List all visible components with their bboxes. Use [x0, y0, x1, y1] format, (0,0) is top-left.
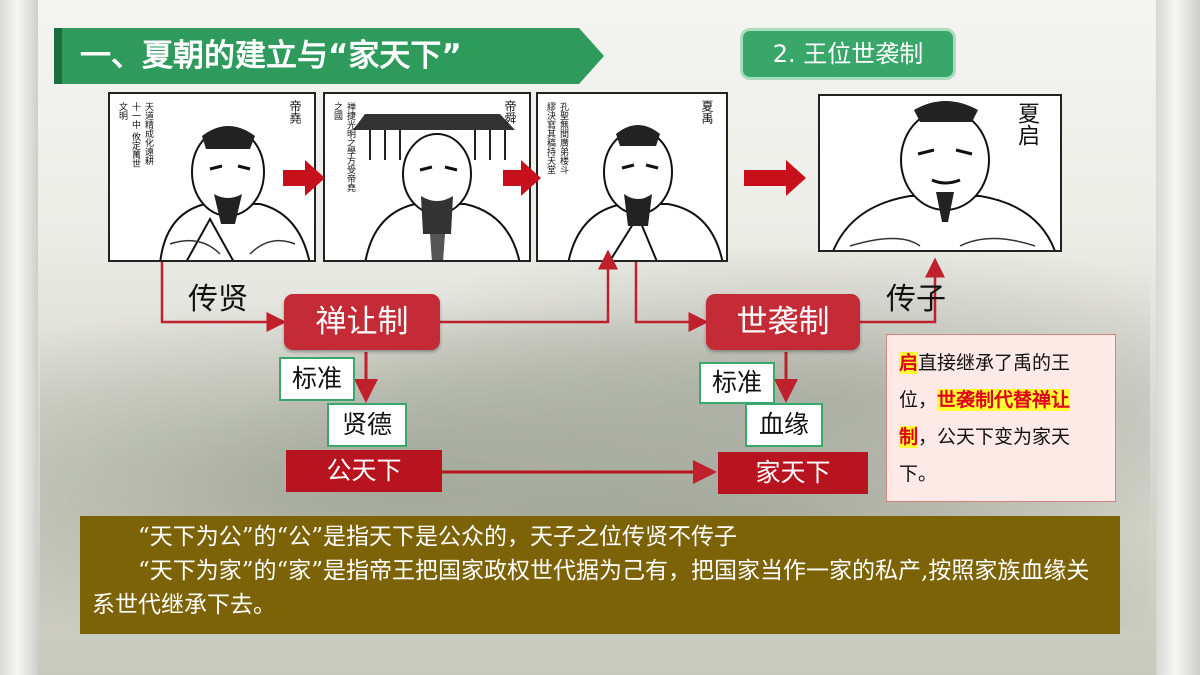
gong-tianxia-box: 公天下	[286, 450, 442, 492]
portrait-drawing	[567, 125, 724, 260]
page-title: 一、夏朝的建立与“家天下”	[54, 28, 604, 84]
section-badge: 2. 王位世袭制	[740, 28, 956, 80]
arrow-shun-to-yu	[503, 160, 541, 196]
explanation-note: 启直接继承了禹的王位，世袭制代替禅让制，公天下变为家天下。	[886, 334, 1116, 502]
standard-box-left: 标准	[279, 357, 355, 401]
portrait-drawing	[353, 114, 521, 260]
bloodline-box: 血缘	[745, 403, 823, 447]
portrait-emperor-yao: 帝堯 天道精成化遠耕十一中 攸定萬世文明	[108, 92, 316, 262]
arrow-yao-to-shanrang	[160, 262, 287, 332]
portrait-emperor-yu: 夏禹 孔聖無間廣弟楼斗繆決寫其稿持天堂	[536, 92, 728, 262]
definition-gong: “天下为公”的“公”是指天下是公众的，天子之位传贤不传子	[92, 524, 738, 550]
note-text-1: 直接继承了禹的王位，	[899, 352, 1071, 411]
shixi-system-box: 世袭制	[706, 294, 860, 350]
label-pass-to-son: 传子	[886, 282, 946, 317]
portrait-qi-of-xia: 夏启	[818, 94, 1062, 252]
arrow-yu-to-qi	[744, 160, 806, 196]
note-text-2: ，公天下变为家天下。	[899, 426, 1071, 485]
portrait-drawing	[159, 126, 311, 260]
arrow-shixi-to-qi	[860, 257, 945, 324]
standard-box-right: 标准	[699, 362, 775, 404]
note-highlight-qi: 启	[899, 352, 919, 374]
definition-panel: “天下为公”的“公”是指天下是公众的，天子之位传贤不传子 “天下为家”的“家”是…	[80, 516, 1120, 634]
portrait-caption: 夏启	[1014, 102, 1039, 146]
arrow-yu-to-shixi	[634, 262, 709, 332]
portrait-caption: 帝堯	[288, 100, 302, 124]
portrait-inscription: 孔聖無間廣弟楼斗繆決寫其稿持天堂	[545, 102, 568, 174]
portrait-inscription: 天道精成化遠耕十一中 攸定萬世文明	[117, 102, 153, 168]
jia-tianxia-box: 家天下	[718, 452, 868, 494]
portrait-caption: 夏禹	[700, 100, 714, 124]
shanrang-system-box: 禅让制	[284, 294, 440, 350]
definition-jia: “天下为家”的“家”是指帝王把国家政权世代据为己有，把国家当作一家的私产,按照家…	[92, 558, 1090, 618]
portrait-caption: 帝舜	[503, 100, 517, 124]
portrait-inscription: 禅捷光明之學方受帝堯之國	[332, 102, 355, 192]
virtue-box: 贤德	[327, 403, 407, 447]
label-pass-to-virtuous: 传贤	[188, 282, 248, 317]
portrait-emperor-shun: 帝舜 禅捷光明之學方受帝堯之國	[323, 92, 531, 262]
arrow-yao-to-shun	[283, 160, 325, 196]
portrait-drawing	[832, 101, 1056, 250]
scroll-roller-right	[1156, 0, 1200, 675]
arrow-shanrang-to-yu	[440, 249, 618, 324]
scroll-roller-left	[0, 0, 38, 675]
